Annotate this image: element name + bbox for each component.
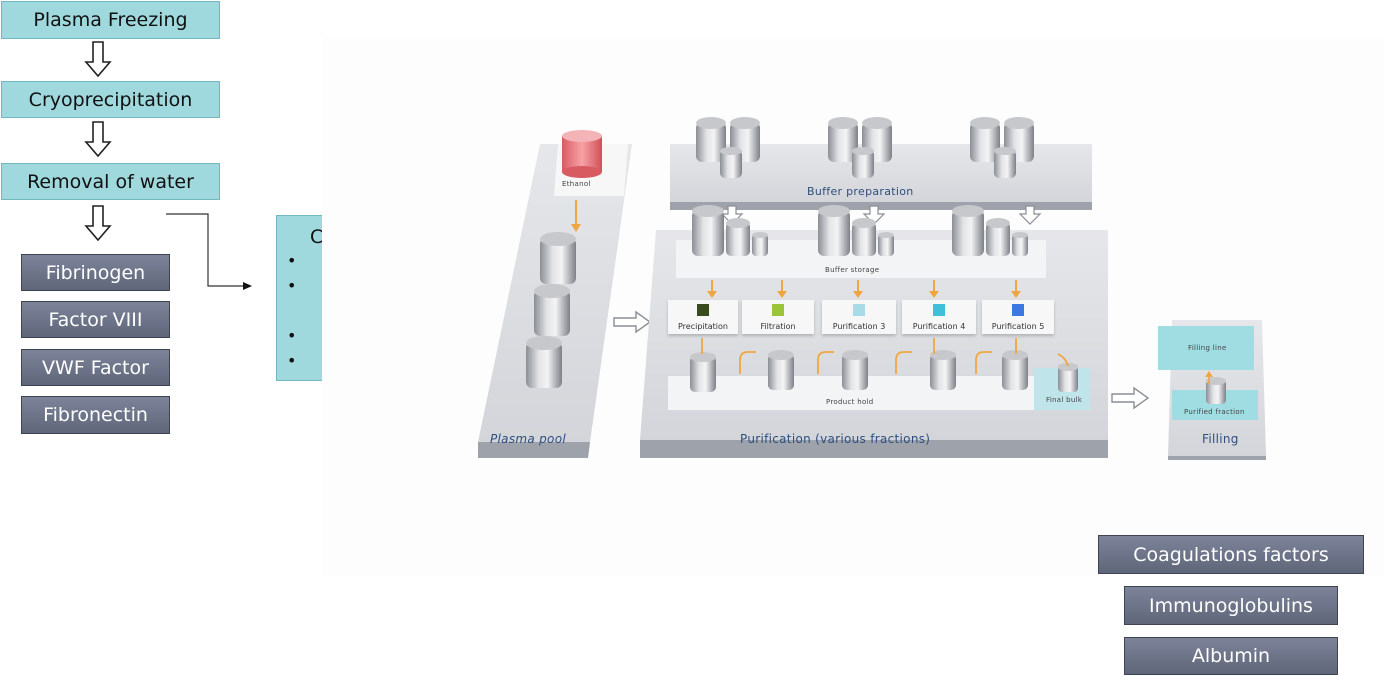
flow-arrowhead-icon — [707, 291, 717, 298]
cube-icon — [697, 304, 709, 316]
down-arrow-icon — [84, 41, 112, 78]
hollow-arrow-icon — [613, 310, 652, 334]
plasma-pool-label: Plasma pool — [490, 432, 566, 446]
step-card-purification-3: Purification 3 — [822, 300, 896, 334]
buffer-preparation-edge — [670, 202, 1092, 210]
step-removal-of-water: Removal of water — [1, 163, 220, 200]
flow-arrowhead-icon — [929, 291, 939, 298]
purified-fraction-label: Purified fraction — [1184, 408, 1245, 416]
product-albumin: Albumin — [1124, 637, 1338, 675]
hollow-down-arrow-icon — [862, 205, 886, 225]
hollow-down-arrow-icon — [1018, 205, 1042, 225]
product-label: Fibronectin — [43, 404, 148, 426]
cube-icon — [772, 304, 784, 316]
ethanol-label: Ethanol — [562, 180, 591, 188]
plasma-tank-icon — [534, 284, 570, 336]
product-label: Factor VIII — [48, 308, 143, 331]
final-bulk-label: Final bulk — [1046, 396, 1083, 404]
product-factor-viii: Factor VIII — [21, 301, 170, 338]
step-label: Removal of water — [27, 170, 194, 193]
buffer-preparation-label: Buffer preparation — [807, 185, 914, 198]
cube-icon — [853, 304, 865, 316]
buffer-tank-group-icon — [696, 117, 760, 178]
plasma-tank-icon — [540, 232, 576, 284]
cube-icon — [933, 304, 945, 316]
product-label: Coagulations factors — [1133, 543, 1329, 566]
product-label: VWF Factor — [42, 356, 149, 379]
step-label: Cryoprecipitation — [28, 88, 193, 111]
step-card-label: Purification 3 — [832, 322, 886, 331]
flow-arrowhead-icon — [1205, 371, 1213, 377]
purification-label: Purification (various fractions) — [740, 432, 931, 446]
step-card-filtration: Filtration — [742, 300, 814, 334]
step-card-precipitation: Precipitation — [668, 300, 738, 334]
step-card-purification-4: Purification 4 — [902, 300, 976, 334]
product-label: Fibrinogen — [45, 261, 146, 284]
step-card-label: Filtration — [760, 322, 796, 331]
product-tank-icon — [1002, 350, 1028, 390]
product-label: Immunoglobulins — [1149, 594, 1313, 617]
product-tank-icon — [842, 350, 868, 390]
product-fibrinogen: Fibrinogen — [21, 254, 170, 291]
step-card-purification-5: Purification 5 — [982, 300, 1054, 334]
product-tank-icon — [768, 350, 794, 390]
storage-tank-group-icon — [692, 205, 768, 256]
process-schematic: Precipitation Filtration Purification 3 … — [322, 38, 1384, 576]
purified-tank-icon — [1206, 377, 1226, 404]
buffer-tank-group-icon — [970, 117, 1034, 178]
plasma-pool-panel-edge — [478, 442, 590, 458]
hollow-arrow-icon — [1111, 386, 1150, 410]
step-card-label: Purification 4 — [912, 322, 966, 331]
product-vwf-factor: VWF Factor — [21, 349, 170, 386]
filling-panel-edge — [1168, 456, 1266, 460]
down-arrow-icon — [84, 205, 112, 242]
plasma-tank-icon — [526, 336, 562, 388]
ethanol-tank-icon — [562, 130, 602, 178]
step-card-label: Purification 5 — [991, 322, 1045, 331]
arrowhead-icon — [243, 282, 252, 290]
buffer-storage-label: Buffer storage — [825, 266, 880, 274]
step-card-label: Precipitation — [677, 322, 728, 331]
product-label: Albumin — [1191, 645, 1271, 667]
product-coagulation-factors: Coagulations factors — [1098, 535, 1364, 574]
product-hold-label: Product hold — [826, 398, 874, 406]
flow-arrowhead-icon — [1011, 291, 1021, 298]
storage-tank-group-icon — [818, 205, 894, 256]
storage-tank-group-icon — [952, 205, 1028, 256]
cube-icon — [1012, 304, 1024, 316]
filling-line-label: Filling line — [1188, 344, 1227, 352]
filling-label: Filling — [1202, 432, 1239, 446]
product-tank-icon — [930, 350, 956, 390]
final-bulk-tank-icon — [1058, 363, 1078, 392]
product-fibronectin: Fibronectin — [21, 396, 170, 434]
step-plasma-freezing: Plasma Freezing — [1, 1, 220, 39]
flow-arrowhead-icon — [571, 224, 581, 232]
connector-line — [166, 213, 246, 287]
step-label: Plasma Freezing — [33, 9, 188, 31]
schematic-drawing — [478, 117, 1266, 460]
product-immunoglobulins: Immunoglobulins — [1124, 586, 1338, 625]
flow-arrowhead-icon — [777, 291, 787, 298]
step-cryoprecipitation: Cryoprecipitation — [1, 81, 220, 118]
flow-arrowhead-icon — [853, 291, 863, 298]
purification-panel-edge — [640, 440, 1108, 458]
down-arrow-icon — [84, 121, 112, 158]
product-tank-icon — [690, 352, 716, 392]
filling-line-box — [1158, 326, 1254, 370]
buffer-tank-group-icon — [828, 117, 892, 178]
